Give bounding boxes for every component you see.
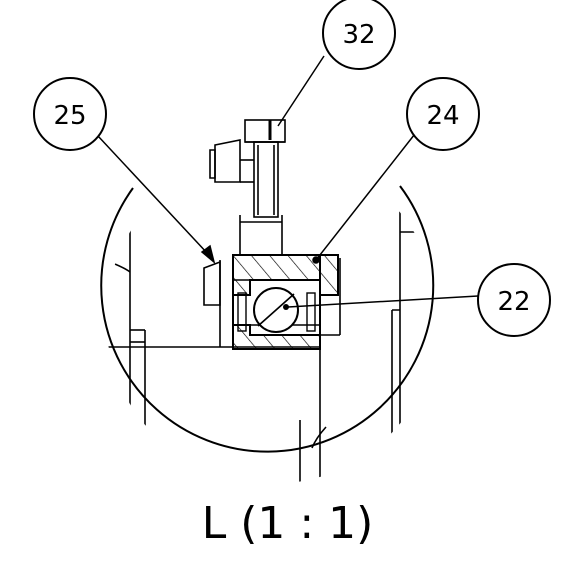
balloon-22: 22 (477, 263, 551, 337)
balloon-25: 25 (33, 77, 107, 151)
bolt (209, 119, 286, 255)
view-caption: L (1 : 1) (201, 498, 374, 549)
balloon-32-label: 32 (342, 20, 375, 50)
bearing-rings (232, 254, 339, 350)
leader-lines (97, 55, 479, 308)
balloon-22-label: 22 (497, 287, 530, 317)
balloon-25-label: 25 (53, 101, 86, 131)
balloon-24-label: 24 (426, 101, 459, 131)
balloon-24: 24 (406, 77, 480, 151)
bearing-ball (253, 287, 299, 333)
balloon-32: 32 (322, 0, 396, 70)
detail-boundary-arc (100, 185, 435, 453)
